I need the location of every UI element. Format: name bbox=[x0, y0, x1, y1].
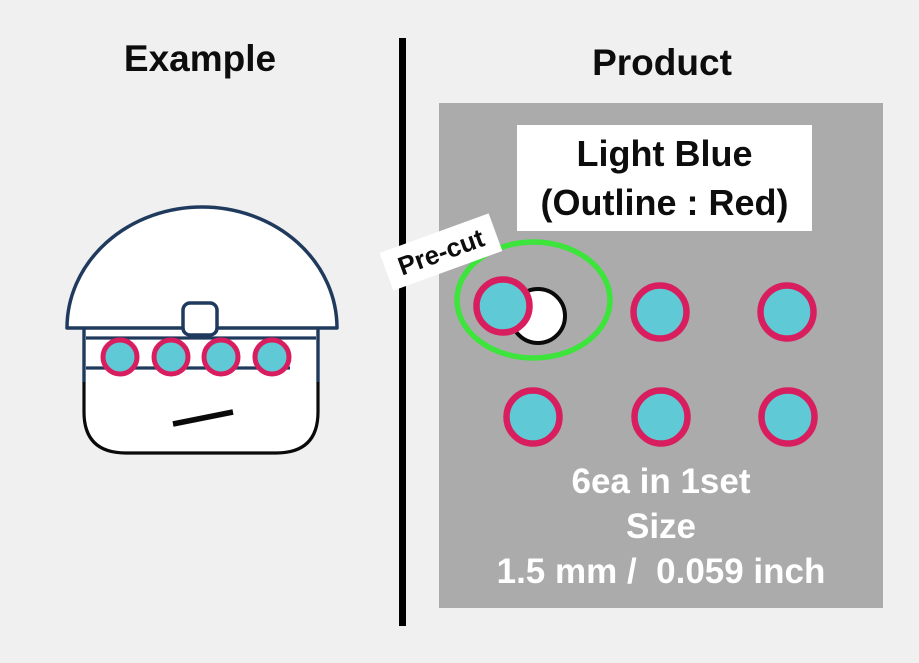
sticker-dot bbox=[100, 337, 140, 377]
helmet-buckle bbox=[181, 301, 219, 337]
helmet-illustration bbox=[65, 205, 339, 455]
product-caption: 6ea in 1set Size 1.5 mm / 0.059 inch bbox=[439, 459, 883, 594]
vertical-divider bbox=[399, 38, 406, 626]
sticker-dot bbox=[503, 387, 563, 447]
sticker-sheet bbox=[454, 239, 818, 447]
precut-highlight-ellipse bbox=[454, 239, 613, 361]
sticker-dot bbox=[473, 276, 533, 336]
sticker-dot bbox=[252, 337, 292, 377]
product-heading: Product bbox=[592, 42, 732, 83]
color-label-line2: (Outline : Red) bbox=[540, 182, 789, 223]
helmet-dome bbox=[65, 205, 339, 330]
color-label-box: Light Blue (Outline : Red) bbox=[517, 125, 812, 231]
mouth-line bbox=[172, 409, 234, 427]
sticker-dot bbox=[631, 387, 691, 447]
sticker-dot bbox=[151, 337, 191, 377]
color-label-line1: Light Blue bbox=[576, 133, 753, 174]
sticker-dot bbox=[201, 337, 241, 377]
count-text: 6ea in 1set bbox=[571, 462, 751, 501]
sticker-dot bbox=[630, 282, 690, 342]
sticker-dot bbox=[757, 282, 817, 342]
size-value: 1.5 mm / 0.059 inch bbox=[496, 552, 826, 591]
size-label: Size bbox=[625, 507, 697, 546]
sticker-dot bbox=[758, 387, 818, 447]
example-heading: Example bbox=[123, 38, 277, 79]
